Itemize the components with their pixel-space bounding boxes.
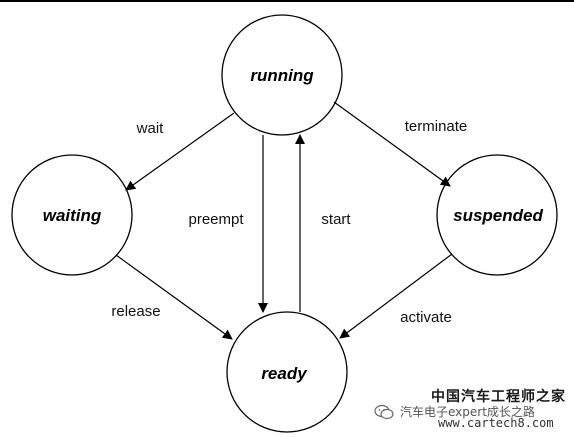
state-ready: [226, 311, 348, 433]
transition-label-release: release: [111, 303, 160, 320]
state-running-label: running: [250, 66, 314, 85]
transition-label-start: start: [321, 211, 351, 228]
arrow-activate: [339, 253, 453, 339]
top-border: [0, 0, 574, 2]
watermark-title: 中国汽车工程师之家: [431, 389, 566, 405]
transition-label-activate: activate: [400, 309, 452, 326]
arrow-release: [115, 254, 233, 340]
state-waiting: [11, 154, 133, 276]
transition-label-preempt: preempt: [188, 211, 244, 228]
state-suspended-label: suspended: [453, 206, 543, 225]
state-running: [221, 14, 343, 136]
transition-label-terminate: terminate: [405, 118, 468, 135]
state-suspended: [436, 154, 558, 276]
watermark-subtitle: 汽车电子expert成长之路: [400, 405, 535, 419]
arrow-terminate: [333, 101, 451, 187]
transition-label-wait: wait: [136, 120, 165, 137]
watermark-url: www.cartech8.com: [438, 416, 554, 430]
arrow-wait: [125, 112, 235, 191]
state-waiting-label: waiting: [43, 206, 102, 225]
state-ready-label: ready: [261, 364, 308, 383]
wechat-icon: [374, 404, 394, 420]
